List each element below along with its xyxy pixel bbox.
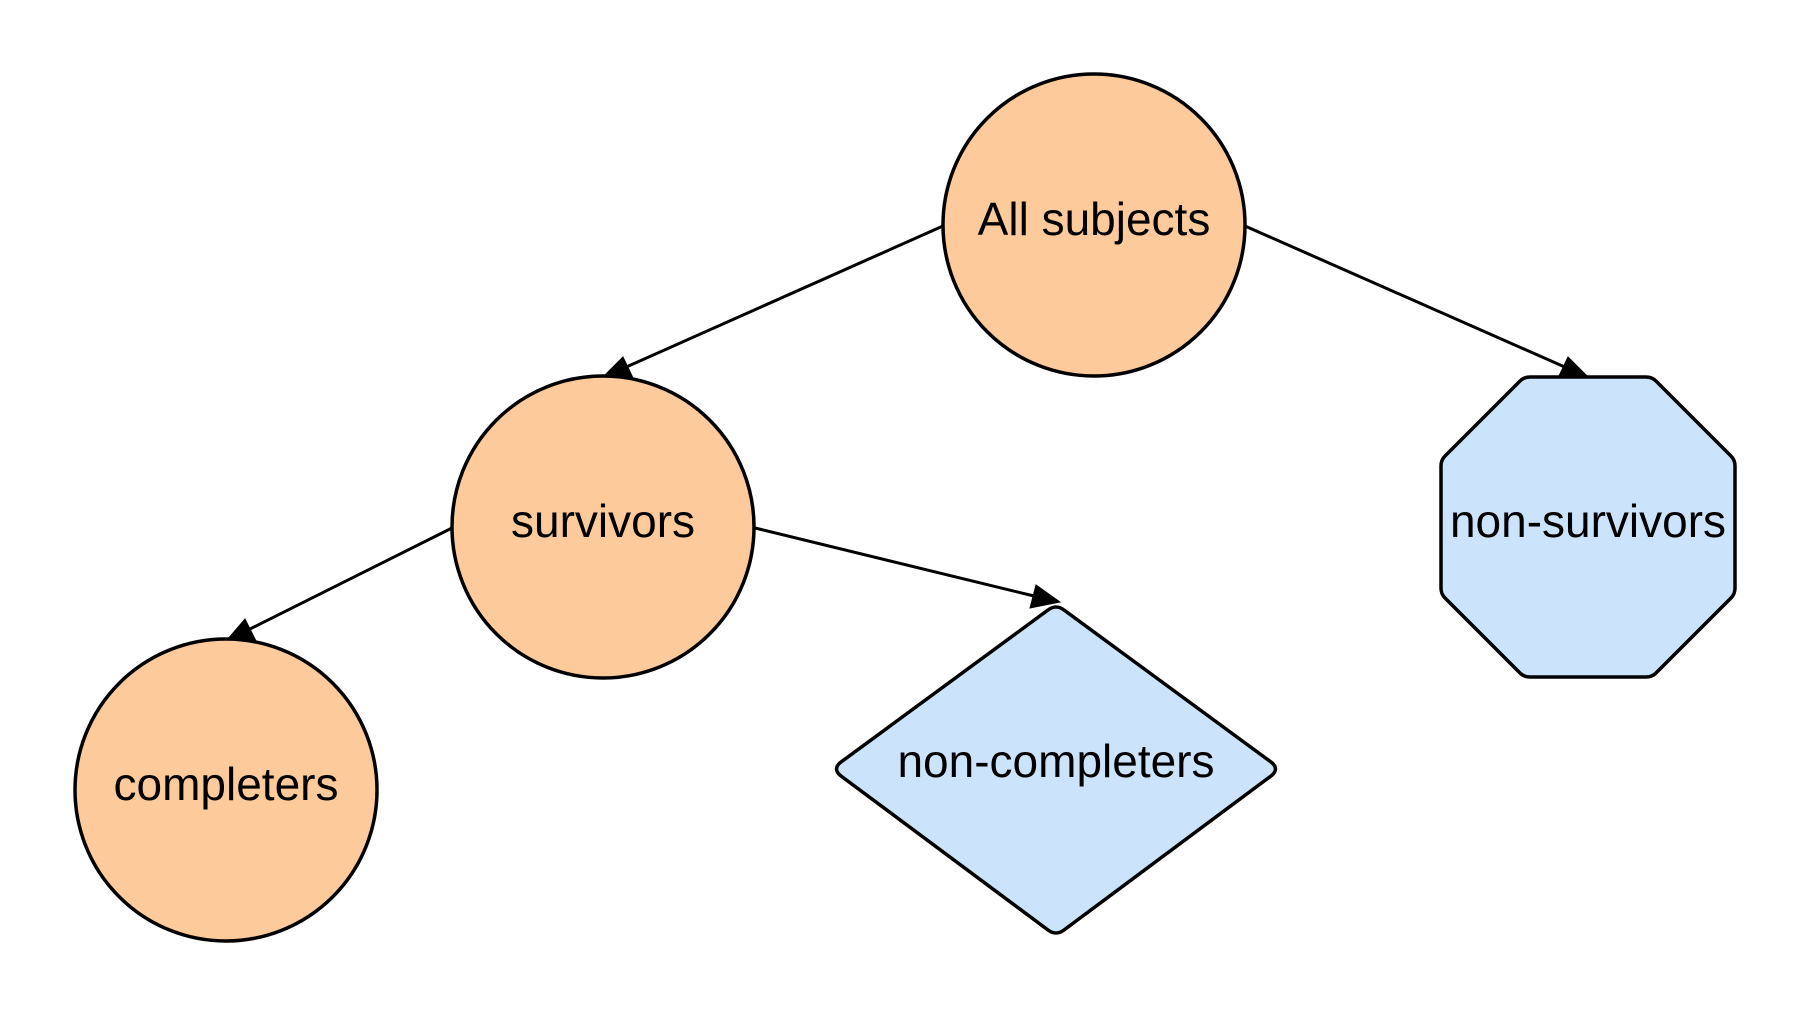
- arrowhead-icon: [1557, 356, 1590, 379]
- nodes: All subjects survivors non-survivors com…: [73, 72, 1737, 943]
- node-non-completers: non-completers: [834, 605, 1278, 935]
- node-label: All subjects: [978, 193, 1211, 245]
- node-shape-octagon: [1439, 375, 1737, 679]
- node-label: non-completers: [897, 735, 1214, 787]
- node-label: survivors: [511, 495, 695, 547]
- node-completers: completers: [73, 637, 379, 943]
- arrowhead-icon: [1029, 584, 1062, 609]
- edge-all-subjects-to-non-survivors: [1244, 224, 1590, 379]
- edge-all-subjects-to-survivors: [601, 224, 944, 379]
- node-shape-circle: [73, 637, 379, 943]
- node-non-survivors: non-survivors: [1439, 375, 1737, 679]
- node-shape-circle: [941, 72, 1247, 378]
- node-all-subjects: All subjects: [941, 72, 1247, 378]
- node-shape-diamond: [834, 605, 1278, 935]
- edge-survivors-to-completers: [225, 526, 453, 642]
- node-label: completers: [114, 758, 339, 810]
- node-shape-circle: [450, 374, 756, 680]
- node-survivors: survivors: [450, 374, 756, 680]
- edge-survivors-to-non-completers: [754, 526, 1062, 609]
- node-label: non-survivors: [1450, 495, 1726, 547]
- edges: [225, 224, 1590, 642]
